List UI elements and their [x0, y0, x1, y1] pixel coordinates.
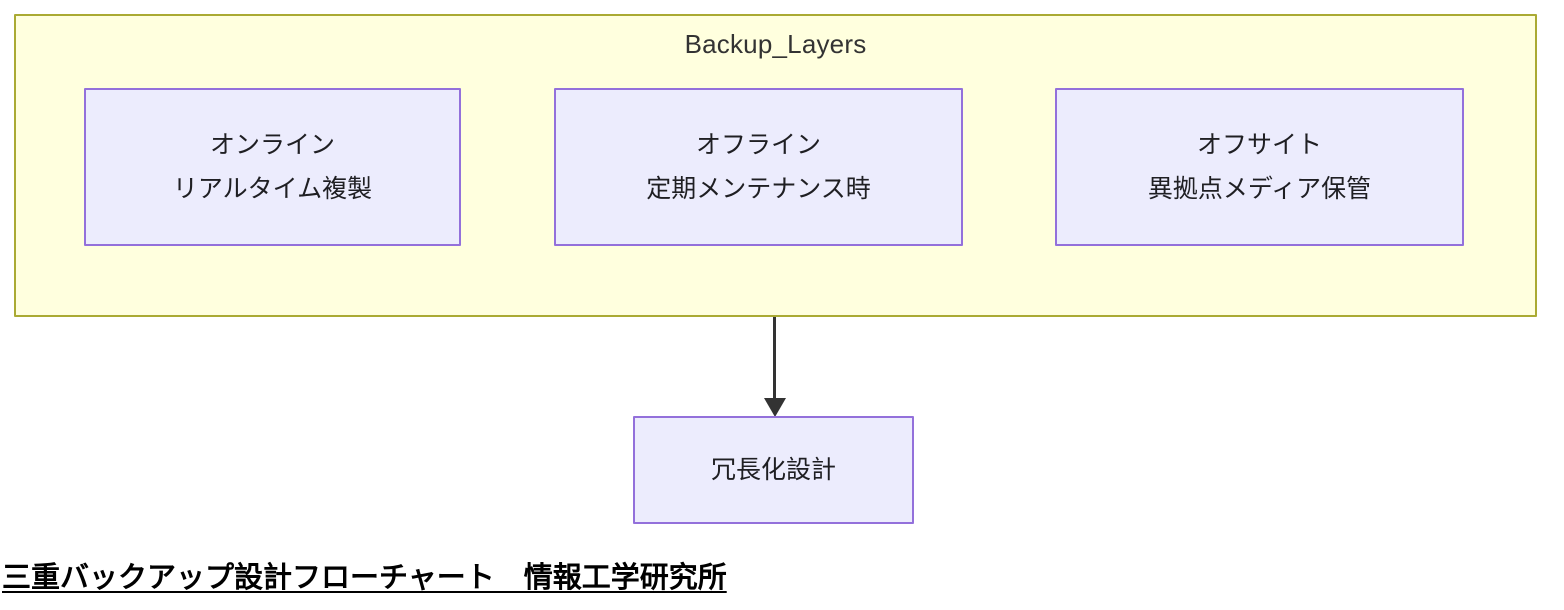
node-offline-line2: 定期メンテナンス時 — [646, 175, 871, 203]
node-online[interactable]: オンライン リアルタイム複製 — [84, 88, 461, 246]
diagram-caption: 三重バックアップ設計フローチャート 情報工学研究所 — [2, 562, 727, 594]
node-offsite-line2: 異拠点メディア保管 — [1147, 175, 1372, 203]
node-redundancy-label: 冗長化設計 — [710, 456, 836, 484]
node-online-line1: オンライン — [209, 131, 335, 159]
node-offline[interactable]: オフライン 定期メンテナンス時 — [554, 88, 963, 246]
node-redundancy[interactable]: 冗長化設計 — [633, 416, 914, 524]
node-offsite[interactable]: オフサイト 異拠点メディア保管 — [1055, 88, 1464, 246]
node-offsite-line1: オフサイト — [1196, 131, 1322, 159]
edge-line-down — [773, 317, 776, 400]
node-offline-line1: オフライン — [695, 131, 821, 159]
subgraph-title: Backup_Layers — [684, 29, 867, 59]
node-online-line2: リアルタイム複製 — [172, 175, 373, 203]
arrowhead-down-icon — [764, 398, 786, 417]
